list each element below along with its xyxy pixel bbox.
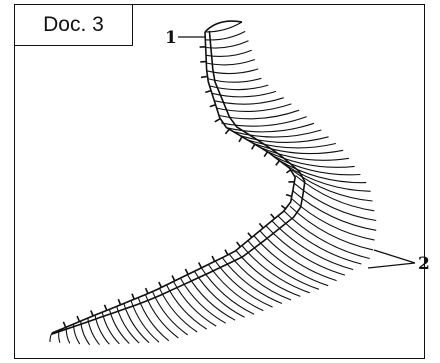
gill-filament — [206, 60, 255, 65]
gill-raker — [77, 316, 79, 322]
gill-filament — [227, 123, 314, 132]
label-2-pointer-b — [368, 263, 415, 268]
gill-filament — [207, 69, 259, 74]
gill-raker — [225, 250, 228, 255]
gill-raker — [91, 310, 93, 316]
gill-raker — [118, 299, 120, 305]
gill-filament — [290, 206, 373, 250]
gill-filament — [50, 333, 52, 342]
label-2: 2 — [418, 254, 430, 274]
gill-raker — [248, 233, 252, 238]
gill-filament — [291, 199, 374, 241]
gill-raker — [210, 105, 216, 107]
gill-filament — [206, 41, 249, 48]
gill-raker — [239, 137, 242, 142]
gill-filament — [219, 110, 299, 119]
gill-filament — [95, 315, 109, 344]
gill-raker — [199, 263, 202, 268]
gill-raker — [201, 76, 207, 77]
gill-filament — [174, 282, 217, 327]
gill-arch — [52, 21, 305, 334]
label-1: 1 — [165, 28, 177, 48]
gill-raker — [215, 119, 220, 122]
gill-raker — [205, 91, 211, 93]
gill-raker — [212, 256, 215, 261]
gill-raker — [146, 288, 148, 294]
gill-filament — [131, 301, 159, 343]
gill-raker — [225, 129, 229, 134]
gill-filament — [242, 246, 310, 293]
gill-raker — [172, 276, 175, 281]
gill-rakers — [63, 47, 294, 328]
gill-filament — [217, 104, 292, 112]
gill-raker — [286, 195, 292, 197]
gill-filament — [138, 298, 169, 341]
gill-filament — [206, 50, 252, 56]
gill-filament — [145, 295, 178, 338]
gill-raker — [63, 322, 65, 328]
gill-filament — [205, 31, 245, 40]
gill-raker — [185, 269, 188, 274]
gill-raker — [252, 144, 255, 149]
gill-raker — [159, 282, 162, 287]
gill-raker — [271, 214, 275, 219]
gill-filament — [88, 318, 100, 345]
gill-filament — [153, 292, 188, 335]
gill-raker — [276, 161, 280, 166]
gill-raker — [237, 242, 241, 247]
gill-raker — [105, 305, 107, 311]
gill-filament — [81, 321, 90, 345]
label-2-pointer-a — [374, 250, 415, 263]
gill-raker — [259, 223, 263, 228]
gill-filament — [124, 304, 149, 343]
gill-raker — [132, 294, 134, 300]
document-label: Doc. 3 — [14, 4, 133, 46]
